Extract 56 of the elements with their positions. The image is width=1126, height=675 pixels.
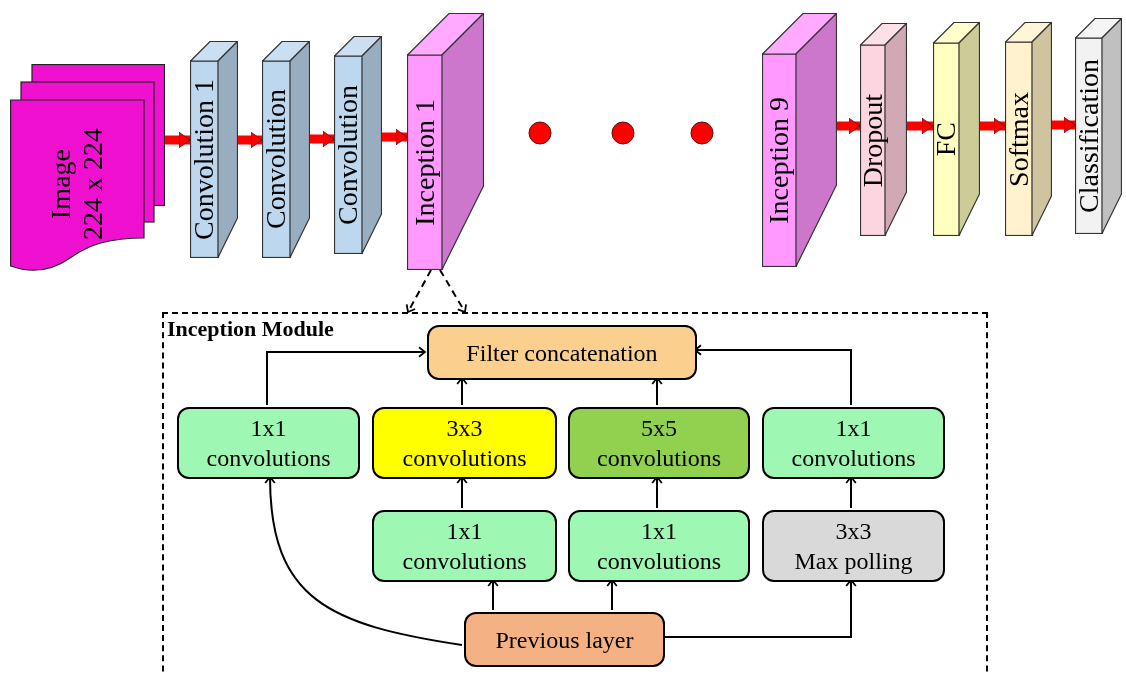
box-label: convolutions	[597, 444, 721, 473]
layer-label: Convolution 1	[190, 79, 218, 240]
layer-label: FC	[932, 122, 960, 157]
box-label: 5x5	[641, 414, 677, 443]
process-box	[762, 407, 945, 479]
process-box	[372, 407, 557, 479]
module-title: Inception Module	[167, 318, 334, 340]
process-box	[568, 510, 750, 582]
process-box	[464, 612, 665, 667]
block-arrow	[382, 128, 408, 146]
box-label: convolutions	[791, 444, 916, 473]
box-label: 1x1	[641, 517, 677, 546]
process-box	[177, 407, 360, 479]
box-label: Previous layer	[495, 625, 634, 655]
layer-label: Convolution	[334, 85, 362, 225]
block-arrow	[1052, 116, 1076, 134]
arrow	[845, 476, 857, 509]
block-arrow	[310, 130, 335, 148]
process-box	[762, 510, 945, 582]
layer-label: Classification	[1074, 59, 1103, 213]
block-arrow	[837, 117, 861, 135]
arrow	[487, 579, 499, 611]
box-label: 1x1	[835, 414, 872, 443]
arrow	[266, 346, 426, 406]
arrow	[264, 476, 463, 646]
layer-label: Softmax	[1004, 91, 1033, 187]
arrow	[439, 269, 467, 313]
block-arrow	[165, 131, 191, 149]
arrow	[651, 377, 663, 406]
block-arrow	[907, 117, 934, 135]
process-box	[568, 407, 750, 479]
box-label: 1x1	[446, 517, 483, 546]
block-arrow	[238, 131, 263, 149]
box-label: 3x3	[446, 414, 483, 443]
box-label: 3x3	[835, 517, 872, 546]
process-box	[427, 325, 697, 380]
box-label: Max polling	[794, 547, 913, 576]
image-label: 224 x 224	[77, 128, 109, 240]
arrow	[456, 476, 468, 509]
box-label: convolutions	[402, 444, 527, 473]
layer-label: Convolution	[262, 89, 290, 230]
block-arrow	[980, 117, 1006, 135]
box-label: convolutions	[597, 547, 721, 576]
layer-label: Inception 9	[765, 97, 793, 224]
box-label: convolutions	[402, 547, 527, 576]
process-box	[372, 510, 557, 582]
arrow	[651, 476, 663, 509]
layer-label: Inception 1	[410, 99, 439, 226]
box-label: 1x1	[250, 414, 287, 443]
layer-label: Dropout	[858, 93, 887, 188]
box-label: convolutions	[206, 444, 331, 473]
arrow	[456, 377, 468, 406]
arrow	[606, 579, 618, 611]
arrow	[405, 269, 432, 313]
image-label: Image	[44, 149, 77, 219]
box-label: Filter concatenation	[466, 338, 658, 368]
